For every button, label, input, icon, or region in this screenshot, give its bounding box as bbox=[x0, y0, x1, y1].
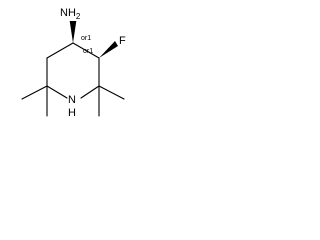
wedge-bond-c3-f bbox=[99, 41, 118, 58]
bond-n1-c2 bbox=[80, 85, 100, 99]
molecule-canvas: NH2 F N H or1 or1 bbox=[0, 0, 156, 148]
bond-c6-methyl-left bbox=[21, 85, 48, 100]
amine-label: NH2 bbox=[60, 7, 81, 21]
ring-nh-hydrogen-label: H bbox=[68, 107, 76, 119]
ring-nitrogen-label: N bbox=[68, 94, 76, 106]
bond-c2-methyl-right bbox=[98, 85, 125, 100]
bond-c6-n1 bbox=[46, 85, 68, 99]
stereo-label-c3: or1 bbox=[83, 48, 93, 55]
bond-c4-c5 bbox=[46, 42, 74, 59]
bond-c3-c4 bbox=[72, 42, 100, 59]
fluorine-label: F bbox=[119, 35, 126, 47]
structure-diagram: NH2 F N H or1 or1 bbox=[21, 7, 126, 119]
wedge-bond-c4-nh2 bbox=[69, 21, 77, 43]
stereo-label-c4: or1 bbox=[81, 35, 91, 42]
